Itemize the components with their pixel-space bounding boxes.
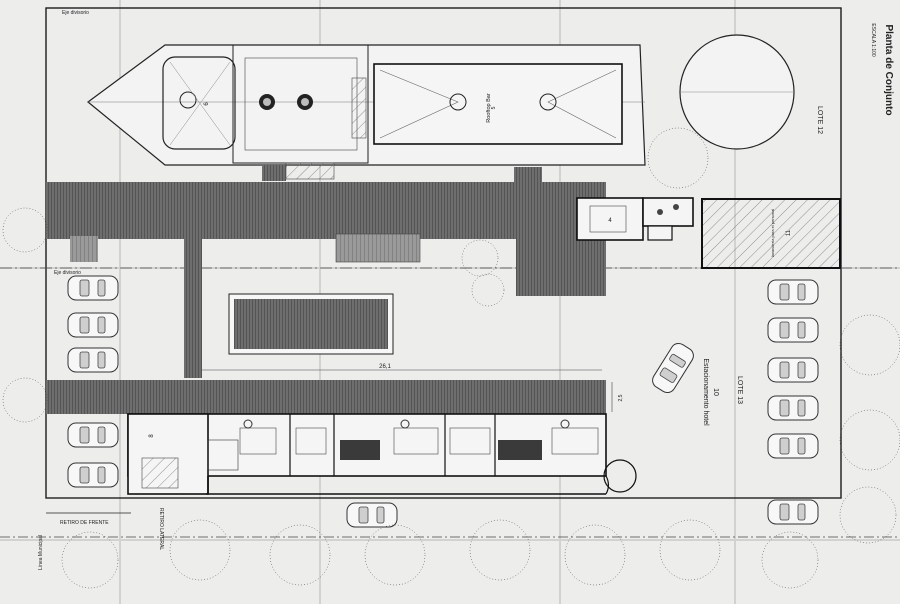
axis-label-mid: Eje divisorio [54,270,81,276]
deck-band [46,167,606,378]
parking-number: 10 [712,388,719,396]
number-4-label: 4 [608,218,612,224]
staff-block [701,198,841,269]
number-8-label: 8 [149,434,155,438]
staff-block-number: 11 [786,229,792,236]
boat-structure [87,44,646,181]
lower-deck [46,380,606,414]
service-building [576,197,694,241]
drawing-title: Planta de Conjunto [883,24,894,115]
number-6-label: 6 [204,102,210,106]
staff-block-label: lavandería para el personal [770,209,775,258]
axis-label-top: Eje divisorio [62,10,89,16]
side-setback-label: RETIRO LATERAL [158,508,164,550]
dimension-2-5: 2,5 [618,394,624,401]
municipal-line-label: Línea Municipal [38,535,44,570]
trees [2,127,900,589]
drawing-scale: ESCALA 1:100 [870,23,876,57]
front-setback-label: RETIRO DE FRENTE [60,520,109,526]
dimension-26-1: 26,1 [379,364,391,370]
pool [234,299,388,349]
parking-label: Estacionamento hotel [702,358,709,426]
roof-bar-label: Rooftop Bar [486,93,492,123]
lot-13-label: LOTE 13 [736,376,743,404]
lot-12-label: LOTE 12 [816,106,823,134]
number-5-label: 5 [491,106,497,109]
hotel-rooms [127,413,637,495]
